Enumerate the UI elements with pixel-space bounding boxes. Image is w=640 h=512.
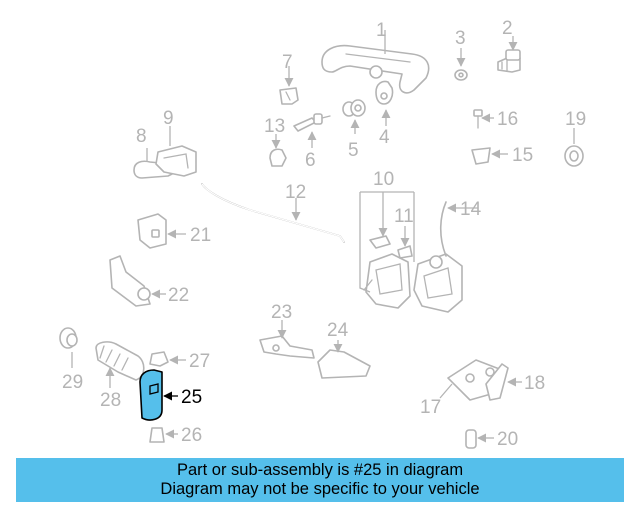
part-15-plug bbox=[471, 147, 508, 165]
part-7-spring-clip bbox=[279, 66, 299, 105]
callout-11: 11 bbox=[394, 206, 414, 227]
callout-24: 24 bbox=[327, 320, 349, 341]
part-14-rod bbox=[439, 201, 478, 257]
part-12-rod bbox=[201, 183, 345, 243]
part-18-plate bbox=[485, 363, 522, 401]
part-5-bushing bbox=[342, 99, 366, 134]
callout-6: 6 bbox=[305, 150, 316, 171]
callout-8: 8 bbox=[136, 126, 147, 147]
part-28-boot bbox=[95, 341, 145, 388]
callout-28: 28 bbox=[100, 390, 121, 411]
callout-7: 7 bbox=[282, 52, 293, 73]
part-1-outside-handle bbox=[321, 30, 430, 94]
callout-12: 12 bbox=[285, 182, 306, 203]
part-2-lock-cylinder bbox=[497, 36, 521, 73]
part-29-grommet bbox=[59, 327, 78, 368]
part-9-handle-housing bbox=[155, 126, 197, 177]
part-26-bolt bbox=[149, 427, 178, 443]
callout-3: 3 bbox=[455, 28, 466, 49]
part-4-clip bbox=[375, 80, 394, 126]
callout-25: 25 bbox=[181, 387, 202, 408]
part-27-nut bbox=[149, 351, 186, 367]
callout-27: 27 bbox=[189, 351, 210, 372]
callout-19: 19 bbox=[565, 109, 586, 130]
callout-18: 18 bbox=[524, 373, 545, 394]
info-banner: Part or sub-assembly is #25 in diagram D… bbox=[16, 458, 624, 502]
banner-line-2: Diagram may not be specific to your vehi… bbox=[160, 480, 480, 498]
parts-diagram: 1 2 3 4 5 6 7 bbox=[59, 18, 586, 450]
part-6-screw bbox=[293, 113, 331, 148]
part-3-washer bbox=[454, 48, 468, 81]
part-13-clip bbox=[269, 134, 287, 167]
part-10-lock-assembly bbox=[359, 191, 463, 313]
callout-16: 16 bbox=[497, 109, 518, 130]
callout-2: 2 bbox=[502, 18, 513, 39]
callout-22: 22 bbox=[168, 285, 189, 306]
callout-10: 10 bbox=[373, 169, 394, 190]
callout-20: 20 bbox=[497, 429, 518, 450]
callout-21: 21 bbox=[190, 225, 211, 246]
callout-14: 14 bbox=[460, 199, 482, 220]
part-20-bumper bbox=[465, 429, 494, 449]
callout-26: 26 bbox=[181, 425, 202, 446]
callout-4: 4 bbox=[379, 127, 390, 148]
part-24-pad bbox=[317, 340, 371, 379]
callout-15: 15 bbox=[512, 145, 533, 166]
part-19-grommet bbox=[564, 128, 584, 167]
callout-17: 17 bbox=[420, 397, 441, 418]
callout-23: 23 bbox=[271, 302, 292, 323]
callout-29: 29 bbox=[62, 372, 83, 393]
banner-line-1: Part or sub-assembly is #25 in diagram bbox=[176, 461, 464, 479]
part-16-screw bbox=[473, 109, 494, 129]
callout-1: 1 bbox=[376, 20, 387, 41]
part-21-bracket bbox=[137, 213, 186, 249]
callout-13: 13 bbox=[264, 116, 285, 137]
part-22-hinge-bracket bbox=[109, 255, 166, 307]
callout-5: 5 bbox=[348, 140, 359, 161]
part-23-check-link bbox=[259, 320, 315, 359]
callout-9: 9 bbox=[163, 108, 174, 129]
part-25-highlighted bbox=[139, 369, 178, 421]
